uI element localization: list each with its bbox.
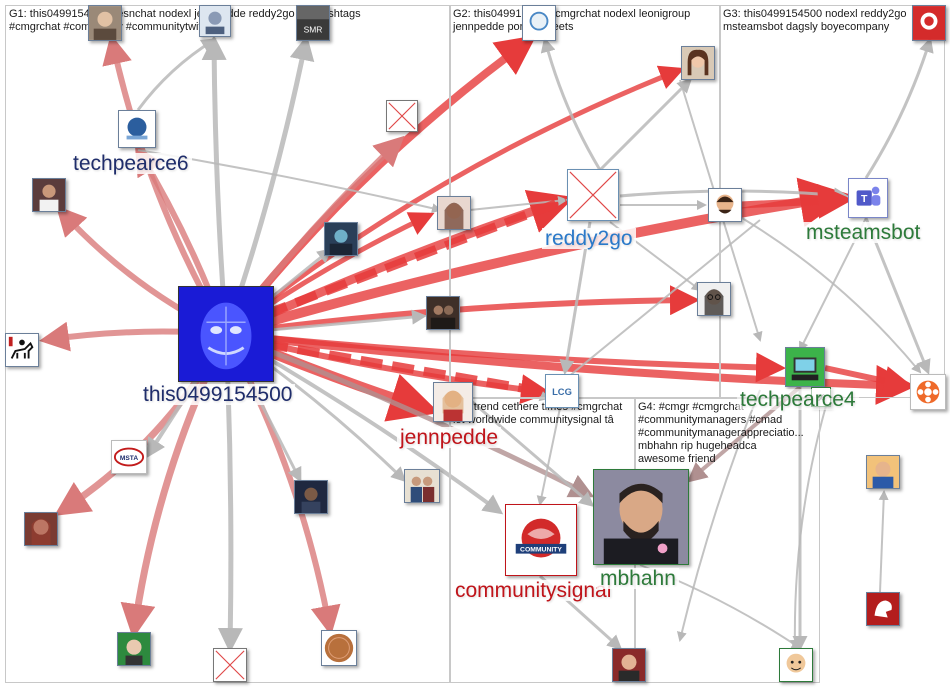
edge-45 xyxy=(878,490,889,593)
node-woman-center-avatar[interactable] xyxy=(437,196,471,230)
node-orange-flower-logo[interactable] xyxy=(910,374,946,410)
node-reddy2go-missing-image[interactable] xyxy=(567,169,619,221)
node-smr-badge[interactable]: SMR xyxy=(296,5,330,41)
label-this0499154500: this0499154500 xyxy=(140,384,296,405)
node-dark-man-avatar[interactable] xyxy=(294,480,328,514)
node-glasses-woman-avatar[interactable] xyxy=(697,282,731,316)
edge-10 xyxy=(224,177,850,339)
node-dark-photo[interactable] xyxy=(426,296,460,330)
node-bottom-man-avatar[interactable] xyxy=(612,648,646,682)
label-msteamsbot: msteamsbot xyxy=(803,222,924,243)
node-missing-image-2[interactable] xyxy=(213,648,247,682)
smr-text: SMR xyxy=(304,24,323,34)
edge-38 xyxy=(864,37,934,179)
label-techpearce6: techpearce6 xyxy=(70,153,192,174)
node-woman-left-avatar[interactable] xyxy=(24,512,58,546)
node-techpearce6-avatar[interactable] xyxy=(118,110,156,148)
node-red-face-logo[interactable] xyxy=(866,592,900,626)
label-reddy2go: reddy2go xyxy=(542,228,636,249)
label-techpearce4: techpearce4 xyxy=(737,389,859,410)
edge-13 xyxy=(225,331,786,383)
label-communitysignal: communitysignal xyxy=(452,580,615,601)
node-top-center-avatar[interactable] xyxy=(199,5,231,37)
node-missing-image-1[interactable] xyxy=(386,100,418,132)
node-cartoon-man-avatar[interactable] xyxy=(708,188,742,222)
node-msteamsbot-logo[interactable]: T xyxy=(848,178,888,218)
edge-30 xyxy=(469,195,568,211)
edge-37 xyxy=(739,183,853,219)
node-g2-top-avatar[interactable] xyxy=(522,5,556,41)
edge-42 xyxy=(824,365,914,396)
node-top-left-avatar[interactable] xyxy=(88,5,122,41)
node-penny-avatar[interactable] xyxy=(321,630,357,666)
node-left-man-avatar[interactable] xyxy=(32,178,66,212)
node-g3-red-logo[interactable] xyxy=(912,5,946,41)
group-g4-label: G4: #cmgr #cmgrchat #communitymanagers #… xyxy=(638,401,804,465)
edge-8 xyxy=(224,65,685,336)
group-g3-box xyxy=(720,5,945,398)
label-mbhahn: mbhahn xyxy=(597,568,679,589)
node-cartoon-blue-avatar[interactable] xyxy=(866,455,900,489)
label-jennpedde: jennpedde xyxy=(397,427,502,448)
node-scene-avatar[interactable] xyxy=(324,222,358,256)
node-this0499154500-avatar[interactable] xyxy=(178,286,274,382)
group-g3-label: G3: this0499154500 nodexl reddy2go mstea… xyxy=(723,8,907,33)
node-msta-badge[interactable]: MSTA xyxy=(111,440,147,474)
edge-28 xyxy=(136,38,217,111)
edge-32 xyxy=(598,77,693,172)
edge-46 xyxy=(789,391,831,650)
edge-31 xyxy=(540,37,602,171)
lcg-text: LCG xyxy=(552,386,572,397)
edge-41 xyxy=(741,217,922,374)
edge-49 xyxy=(469,398,595,507)
node-mbhahn-avatar[interactable] xyxy=(593,469,689,565)
edge-47 xyxy=(676,389,761,642)
svg-text:T: T xyxy=(861,194,868,205)
node-curly-hair-avatar[interactable] xyxy=(681,46,715,80)
node-bottom-green-avatar[interactable] xyxy=(117,632,151,666)
node-techpearce4-avatar[interactable] xyxy=(785,347,825,387)
node-communitysignal-logo[interactable]: COMMUNITY xyxy=(505,504,577,576)
msta-text: MSTA xyxy=(120,455,138,462)
svg-text:COMMUNITY: COMMUNITY xyxy=(520,547,562,554)
edge-18 xyxy=(225,331,595,498)
dashed-edge-0 xyxy=(264,195,568,319)
node-people-photo[interactable] xyxy=(404,469,440,503)
group-g5-label: G5: trend cethere times #cmgrchat lot wo… xyxy=(453,401,623,426)
dashed-edge-1 xyxy=(265,339,546,397)
edge-48 xyxy=(536,407,561,506)
group-g2-label: G2: this0499154500 cmgrchat nodexl leoni… xyxy=(453,8,691,33)
node-horse-rider-icon[interactable] xyxy=(5,333,39,367)
node-lcg-badge[interactable]: LCG xyxy=(545,374,579,408)
node-cartoon-bald-avatar[interactable] xyxy=(779,648,813,682)
node-jennpedde-avatar[interactable] xyxy=(433,382,473,422)
